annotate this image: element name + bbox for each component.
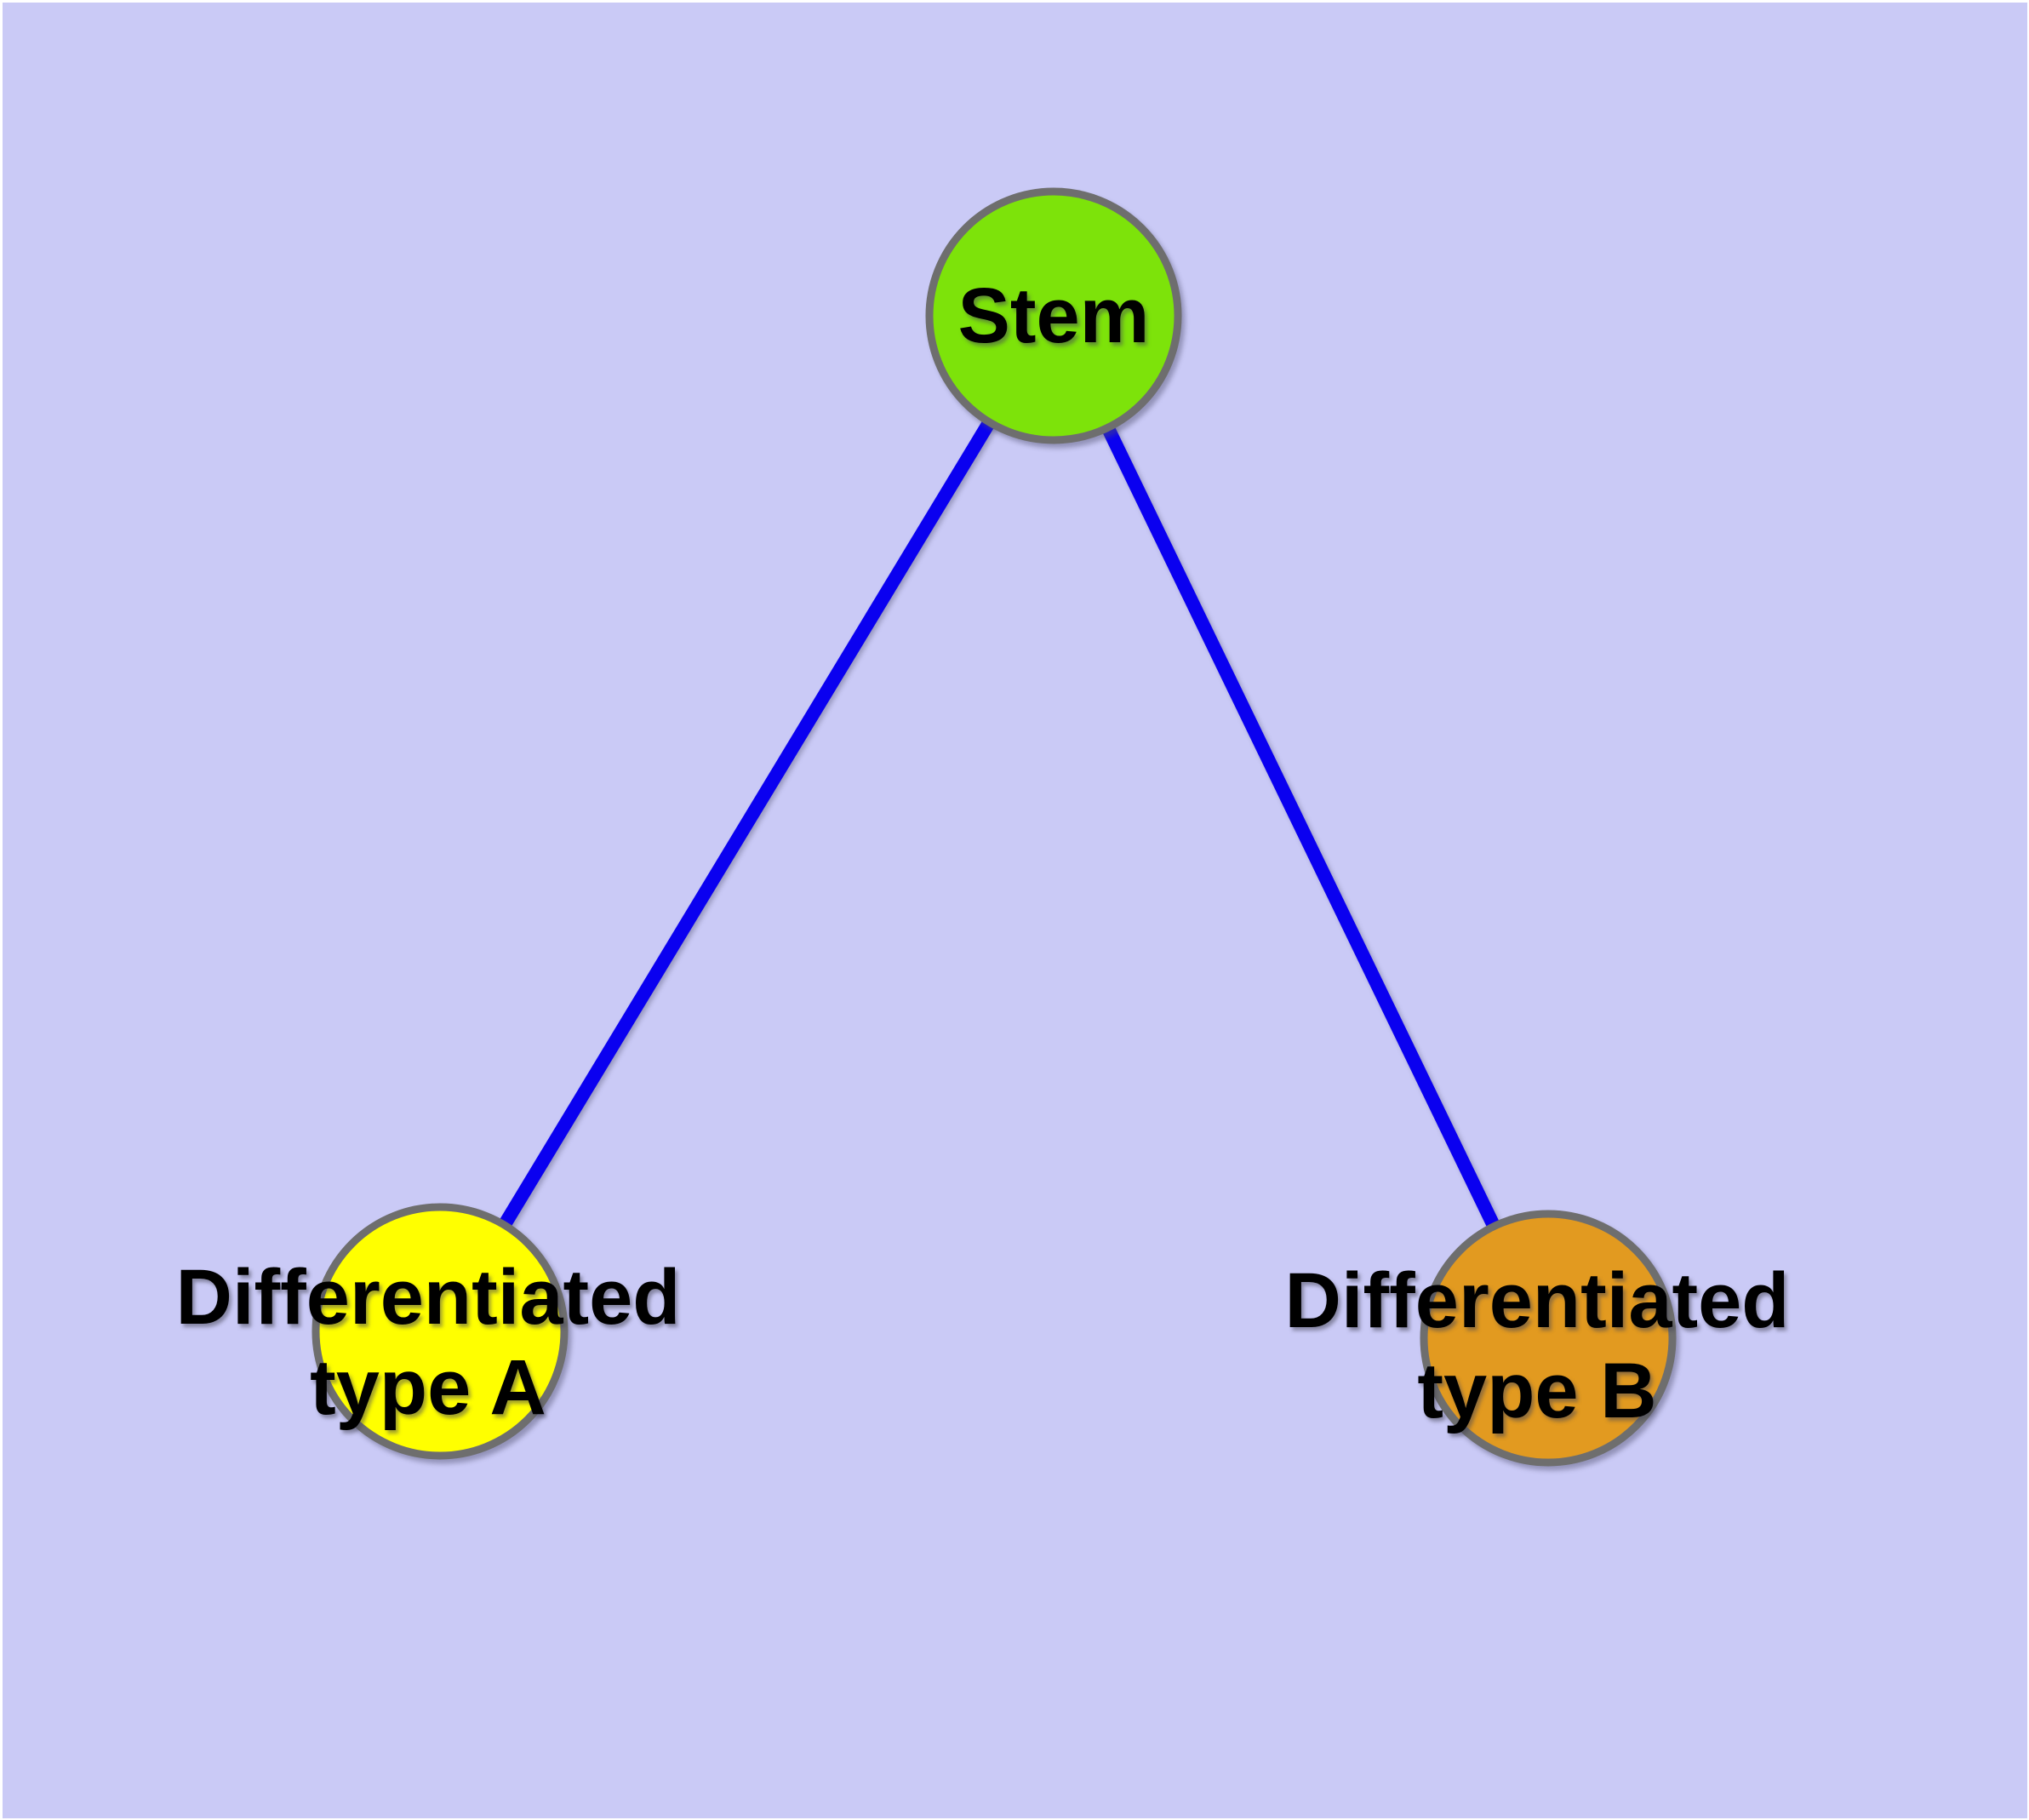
- node-type-b-circle: [1420, 1210, 1677, 1467]
- node-type-a-circle: [311, 1203, 569, 1460]
- node-stem-circle: [925, 187, 1182, 444]
- edge-stem-to-type-a: [434, 312, 1060, 1336]
- edge-stem-to-type-b: [1047, 312, 1555, 1342]
- diagram-scene: [3, 3, 2027, 1818]
